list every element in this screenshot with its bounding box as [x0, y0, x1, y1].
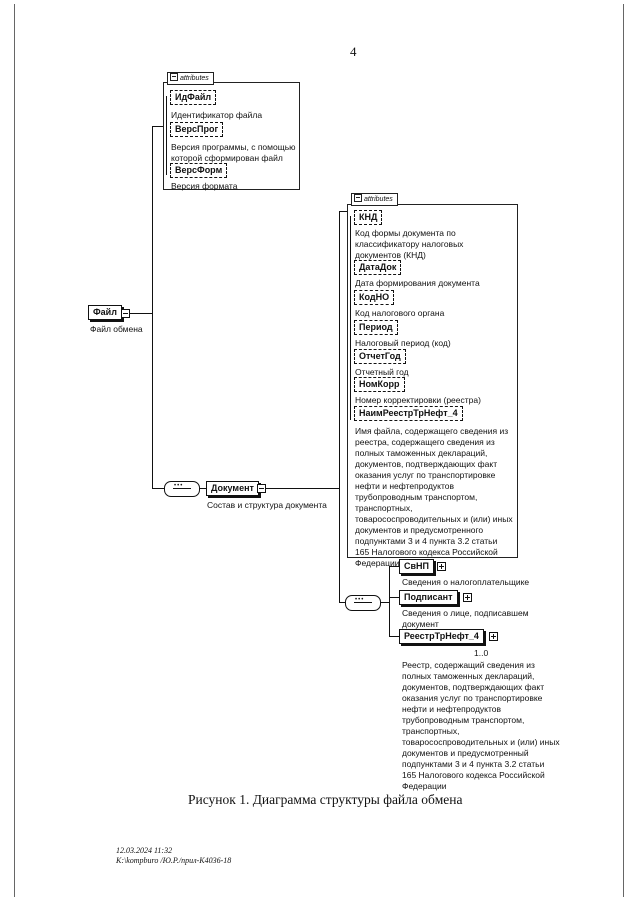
child-svnp-desc: Сведения о налогоплательщике — [402, 577, 530, 587]
node-label: НомКорр — [359, 379, 400, 389]
attr-datadok-desc: Дата формирования документа — [355, 278, 480, 288]
child-podpisant-expand-icon[interactable] — [463, 593, 472, 602]
child-reestr-cardinality: 1..0 — [474, 648, 489, 658]
collapse-icon[interactable] — [170, 73, 178, 81]
root-v-connector — [152, 126, 153, 488]
seq2-to-svnp — [389, 566, 399, 567]
doc-to-seq — [339, 602, 345, 603]
node-label: РеестрТрНефт_4 — [404, 631, 479, 641]
node-label: Документ — [211, 483, 254, 493]
node-label: Период — [359, 322, 393, 332]
attr-versform[interactable]: ВерсФорм — [170, 163, 228, 178]
document-desc: Состав и структура документа — [207, 500, 327, 510]
attr-period[interactable]: Период — [354, 320, 398, 335]
attr-versform-desc: Версия формата — [171, 181, 238, 191]
child-reestr-expand-icon[interactable] — [489, 632, 498, 641]
seq2-to-reestr — [389, 636, 399, 637]
attr-kodno-desc: Код налогового органа — [355, 308, 445, 318]
root-desc: Файл обмена — [90, 324, 143, 334]
page-frame — [14, 4, 624, 897]
node-label: Файл — [93, 307, 117, 317]
attr-idfile-desc: Идентификатор файла — [171, 110, 263, 120]
node-label: ОтчетГод — [359, 351, 401, 361]
document-attributes-tag[interactable]: attributes — [351, 193, 398, 206]
attr-knd-desc: Код формы документа по классификатору на… — [355, 228, 464, 260]
seq2-h — [380, 602, 389, 603]
child-svnp[interactable]: СвНП — [399, 559, 435, 574]
doc-v-connector — [339, 211, 340, 602]
root-attributes-tag[interactable]: attributes — [167, 72, 214, 85]
page-number: 4 — [350, 44, 357, 59]
attr-nomkorr[interactable]: НомКорр — [354, 377, 405, 392]
attr-period-desc: Налоговый период (код) — [355, 338, 451, 348]
node-label: ИдФайл — [175, 92, 212, 102]
seq-to-document — [199, 488, 206, 489]
root-to-attrs — [152, 126, 163, 127]
child-reestr[interactable]: РеестрТрНефт_4 — [399, 629, 484, 644]
footer-path: К:\kompburo /Ю.Р./прил-К4036-18 — [116, 856, 232, 865]
seq2-v — [389, 566, 390, 636]
doc-h-connector — [265, 488, 339, 489]
attr-versprog[interactable]: ВерсПрог — [170, 122, 224, 137]
doc-attr-connector — [350, 216, 351, 420]
child-reestr-desc: Реестр, содержащий сведения из полных та… — [402, 660, 560, 791]
node-label: НаимРеестрТрНефт_4 — [359, 408, 458, 418]
node-label: ВерсФорм — [175, 165, 223, 175]
doc-to-attrs — [339, 211, 347, 212]
child-podpisant[interactable]: Подписант — [399, 590, 458, 605]
node-label: КодНО — [359, 292, 390, 302]
attr-naimreestr-desc: Имя файла, содержащего сведения из реест… — [355, 426, 513, 568]
root-to-seq — [152, 488, 166, 489]
attr-kodno[interactable]: КодНО — [354, 290, 395, 305]
attr-idfile[interactable]: ИдФайл — [170, 90, 217, 105]
sequence-icon[interactable] — [345, 595, 381, 611]
attr-knd[interactable]: КНД — [354, 210, 383, 225]
figure-caption: Рисунок 1. Диаграмма структуры файла обм… — [188, 792, 463, 807]
collapse-icon[interactable] — [354, 194, 362, 202]
sequence-icon[interactable] — [164, 481, 200, 497]
child-svnp-expand-icon[interactable] — [437, 562, 446, 571]
node-label: Подписант — [404, 592, 453, 602]
root-h-connector — [130, 313, 152, 314]
attr-nomkorr-desc: Номер корректировки (реестра) — [355, 395, 481, 405]
attr-otchetgod[interactable]: ОтчетГод — [354, 349, 406, 364]
attr-versprog-desc: Версия программы, с помощью которой сфор… — [171, 142, 296, 163]
root-collapse-icon[interactable] — [121, 309, 130, 318]
root-attr-connector — [166, 96, 167, 175]
attr-naimreestr[interactable]: НаимРеестрТрНефт_4 — [354, 406, 463, 421]
node-label: СвНП — [404, 561, 430, 571]
attr-datadok[interactable]: ДатаДок — [354, 260, 402, 275]
document-node[interactable]: Документ — [206, 481, 259, 496]
node-label: ДатаДок — [359, 262, 397, 272]
child-podpisant-desc: Сведения о лице, подписавшем документ — [402, 608, 529, 629]
root-node-file[interactable]: Файл — [88, 305, 122, 320]
node-label: ВерсПрог — [175, 124, 219, 134]
node-label: КНД — [359, 212, 378, 222]
footer-timestamp: 12.03.2024 11:32 — [116, 846, 173, 855]
attr-otchetgod-desc: Отчетный год — [355, 367, 409, 377]
seq2-to-podpisant — [389, 597, 399, 598]
